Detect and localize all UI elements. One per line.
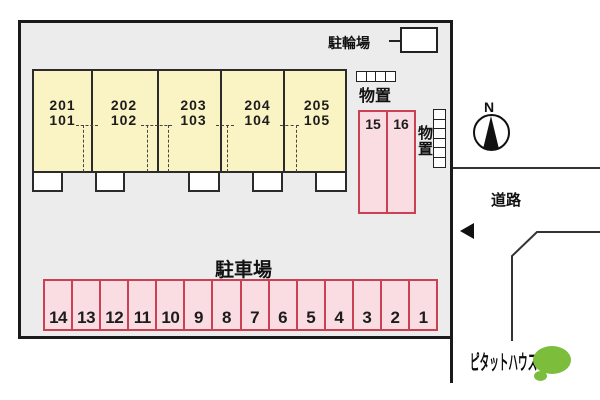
logo-speech-bubble-icon: [533, 346, 571, 374]
compass-icon: [473, 114, 510, 151]
dashed-boundary-line: [76, 125, 98, 126]
bicycle-parking-area: [400, 27, 438, 53]
stall-number-10: 10: [157, 281, 186, 329]
stall-number-4: 4: [326, 281, 354, 329]
entrance-porch: [95, 171, 125, 192]
unit-divider: [283, 71, 285, 171]
unit-upper: 202: [110, 97, 138, 113]
unit-label-203-103: 203 103: [162, 98, 225, 128]
storage-label: 物置: [359, 88, 392, 105]
stall-number-3: 3: [354, 281, 382, 329]
stall-number-13: 13: [73, 281, 102, 329]
storage-shed-column: [433, 109, 446, 168]
unit-upper: 205: [303, 97, 331, 113]
direction-arrow-icon: [460, 223, 474, 239]
dashed-boundary-line: [216, 125, 234, 126]
storage-label-vertical: 物置: [416, 125, 433, 157]
dashed-boundary-line: [227, 125, 228, 172]
stall-number-11: 11: [129, 281, 158, 329]
unit-divider: [157, 71, 159, 171]
storage-shed: [433, 156, 446, 168]
dashed-boundary-line: [147, 125, 148, 172]
stall-number-15: 15: [365, 116, 381, 132]
unit-upper: 204: [244, 97, 271, 113]
stall-number-6: 6: [270, 281, 298, 329]
unit-label-204-104: 204 104: [226, 98, 289, 128]
storage-shed-row: [356, 71, 396, 82]
dashed-boundary-line: [141, 125, 172, 126]
entrance-porch: [315, 171, 347, 192]
unit-lower: 102: [110, 112, 138, 128]
bicycle-parking-connector: [389, 40, 401, 42]
dashed-boundary-line: [168, 125, 169, 172]
apartment-building: 201 101 202 102 203 103 204 104 205 105: [32, 69, 347, 173]
compass-north-label: N: [484, 99, 495, 115]
dashed-boundary-line: [83, 125, 84, 172]
unit-lower: 101: [49, 112, 76, 128]
unit-lower: 104: [244, 112, 271, 128]
stall-number-12: 12: [101, 281, 130, 329]
stall-divider: [386, 112, 388, 212]
unit-divider: [91, 71, 93, 171]
stall-number-9: 9: [185, 281, 214, 329]
north-needle-icon: [483, 116, 499, 149]
unit-label-202-102: 202 102: [91, 98, 157, 128]
storage-shed: [384, 71, 396, 82]
unit-lower: 105: [303, 112, 331, 128]
road-corner-line: [511, 231, 600, 341]
stall-number-16: 16: [393, 116, 409, 132]
entrance-porch: [252, 171, 283, 192]
stall-number-1: 1: [418, 308, 428, 327]
parking-lot-row: 14 13 12 11 10 9 8 7 6 5 4 3 2 1: [43, 279, 438, 331]
dashed-boundary-line: [280, 125, 299, 126]
entrance-porch: [188, 171, 220, 192]
stall-number-2: 2: [382, 281, 411, 329]
road-label: 道路: [491, 192, 522, 209]
dashed-boundary-line: [296, 125, 297, 172]
stall-number-14: 14: [45, 281, 74, 329]
unit-lower: 103: [180, 112, 207, 128]
parking-stalls-15-16: 15 16: [358, 110, 416, 214]
stall-number-5: 5: [298, 281, 326, 329]
entrance-porch: [32, 171, 63, 192]
parking-lot-label: 駐車場: [215, 260, 273, 281]
unit-upper: 203: [180, 97, 207, 113]
stall-number-7: 7: [242, 281, 270, 329]
unit-upper: 201: [49, 97, 76, 113]
unit-label-201-101: 201 101: [34, 98, 91, 128]
logo-text: ピタットハウス: [470, 352, 538, 375]
unit-label-205-105: 205 105: [285, 98, 349, 128]
bicycle-parking-label: 駐輪場: [328, 35, 370, 51]
stall-number-8: 8: [213, 281, 242, 329]
unit-divider: [220, 71, 222, 171]
logo-speech-bubble-tail-icon: [534, 371, 547, 381]
